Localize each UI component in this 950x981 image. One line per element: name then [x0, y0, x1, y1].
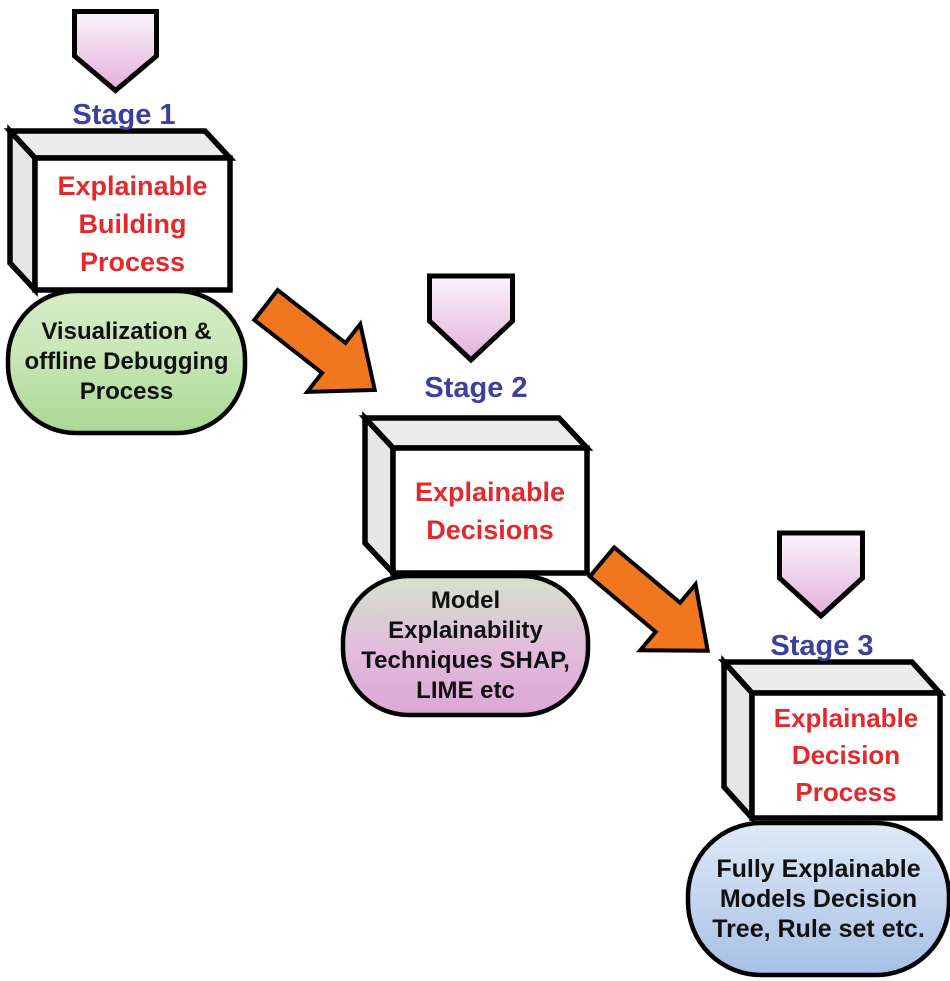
stage-1-detail-text: Visualization & offline Debugging Proces…	[24, 318, 229, 405]
stage-1-label: Stage 1	[72, 99, 176, 131]
stage-2-box-text: Explainable Decisions	[414, 476, 566, 545]
stage-3-box-top-face	[717, 659, 947, 696]
stage-3-box-front-face	[749, 690, 943, 821]
stage-2-detail-text: Model Explainability Techniques SHAP, LI…	[361, 586, 570, 704]
stage-1-box-top-face	[3, 128, 237, 161]
stage-2-label: Stage 2	[424, 372, 528, 404]
stage-3-detail-bubble	[685, 820, 950, 978]
stage-1-detail-bubble	[5, 288, 248, 436]
stage-2-detail-bubble	[340, 573, 591, 718]
stage-2-box-side-face	[362, 411, 396, 580]
stage-1-pointer-icon	[72, 9, 159, 94]
stage-1-group	[3, 9, 248, 436]
flow-arrow-1-icon	[251, 287, 378, 394]
stage-1-box-front-face	[32, 155, 233, 293]
stage-3-pointer-icon	[777, 530, 865, 620]
flow-arrow-2-icon	[586, 544, 711, 653]
stage-3-group	[685, 530, 950, 978]
stage-2-box-front-face	[390, 445, 590, 576]
stage-2-pointer-icon	[427, 273, 515, 364]
stage-2-box-top-face	[358, 415, 594, 451]
stage-1-box-text: Explainable Building Process	[57, 171, 208, 277]
stage-3-box-side-face	[721, 654, 755, 826]
stage-3-box-text: Explainable Decision Process	[773, 703, 919, 807]
stage-3-label: Stage 3	[770, 630, 874, 662]
stage-1-box-side-face	[7, 123, 38, 298]
stage-2-group	[340, 273, 594, 718]
stage-3-detail-text: Fully Explainable Models Decision Tree, …	[712, 855, 925, 943]
